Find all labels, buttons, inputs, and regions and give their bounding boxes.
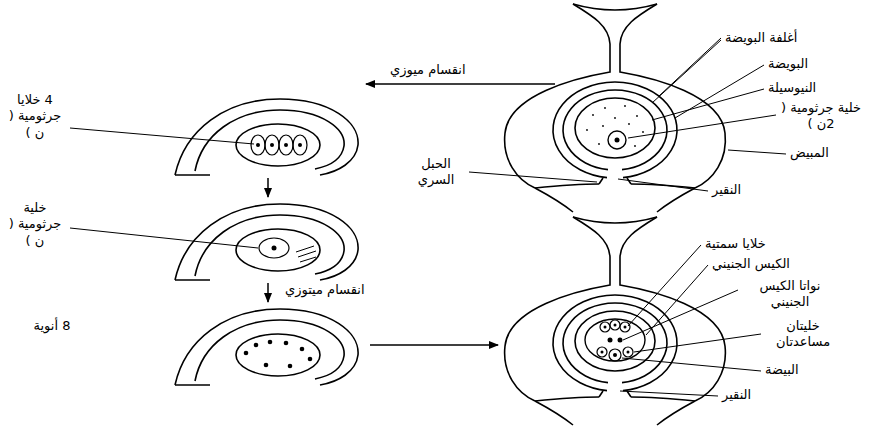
part-label: 4 خلايا جرثومية ( ن ) <box>2 92 68 141</box>
part-label: الحبل السري <box>405 156 467 189</box>
part-label: خلية جرثومية ( 2ن ) <box>780 100 862 133</box>
part-label: خلايا سمتية <box>705 236 766 252</box>
part-label: نواتا الكيس الجنيني <box>742 278 838 311</box>
part-label: الكيس الجنيني <box>712 256 790 272</box>
part-label: أغلفة البويضة <box>725 30 797 46</box>
part-label: النقير <box>722 387 751 403</box>
part-label: خلية جرثومية ( ن ) <box>2 200 68 249</box>
part-label: النقير <box>712 182 741 198</box>
part-label: البويضة <box>768 56 808 72</box>
part-label: البيضة <box>765 362 799 378</box>
stage-label: 8 أنوية <box>30 318 74 334</box>
process-label: انقسام ميتوزي <box>285 282 365 298</box>
part-label: المبيض <box>790 145 829 161</box>
process-label: انقسام ميوزي <box>390 62 466 78</box>
part-label: خليتان مساعدتان <box>765 318 841 351</box>
part-label: النيوسيلة <box>768 80 816 96</box>
